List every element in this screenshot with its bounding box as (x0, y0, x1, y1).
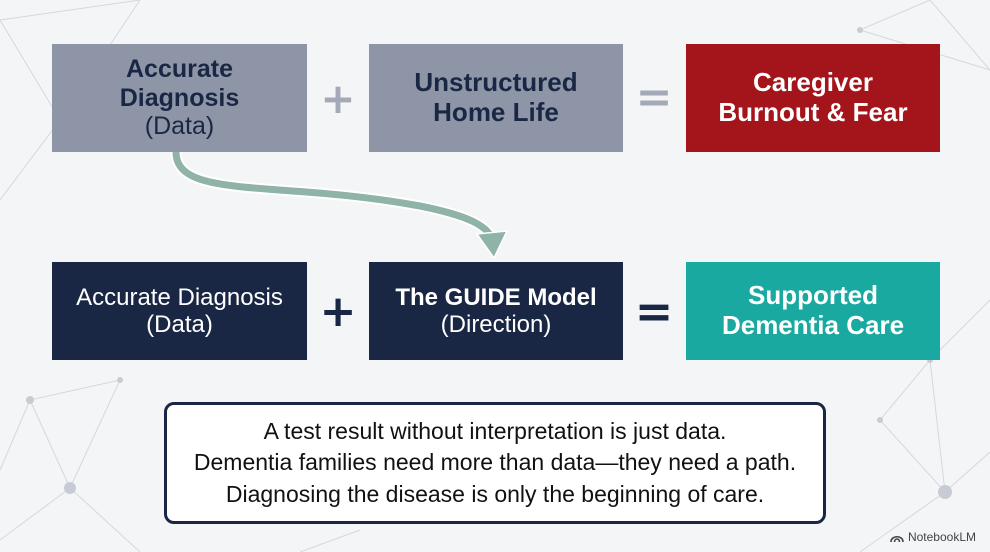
row1-box1-line3: (Data) (144, 112, 215, 141)
row1-equals-operator: = (635, 72, 673, 123)
row1-plus-operator: + (320, 74, 356, 123)
row2-equals-operator: = (634, 284, 674, 338)
row2-plus-operator: + (319, 286, 357, 337)
key-message-line1: A test result without interpretation is … (263, 418, 727, 445)
row2-box3-line1: Supported (748, 280, 878, 311)
row1-box1-line2: Diagnosis (119, 83, 240, 112)
row1-box3-line1: Caregiver (753, 67, 873, 98)
row1-box2-line1: Unstructured (414, 67, 578, 98)
row2-box2-line1: The GUIDE Model (395, 283, 597, 311)
row2-box1-line1: Accurate Diagnosis (76, 283, 283, 311)
key-message-line2: Dementia families need more than data—th… (193, 449, 797, 476)
row2-box2-line2: (Direction) (440, 311, 552, 338)
row2-accurate-diagnosis-box: Accurate Diagnosis (Data) (52, 262, 307, 360)
row1-box3-line2: Burnout & Fear (718, 97, 908, 127)
row1-box2-line2: Home Life (433, 97, 559, 127)
brand-label: NotebookLM (907, 530, 976, 544)
row1-accurate-diagnosis-box: Accurate Diagnosis (Data) (52, 44, 307, 152)
row2-guide-model-box: The GUIDE Model (Direction) (369, 262, 623, 360)
row2-supported-dementia-care-box: Supported Dementia Care (686, 262, 940, 360)
key-message-line3: Diagnosing the disease is only the begin… (225, 480, 765, 507)
row1-caregiver-burnout-box: Caregiver Burnout & Fear (686, 44, 940, 152)
notebooklm-watermark: NotebookLM (890, 530, 976, 544)
row2-box1-line2: (Data) (146, 311, 213, 338)
notebooklm-icon (890, 535, 904, 542)
row1-unstructured-home-life-box: Unstructured Home Life (369, 44, 623, 152)
key-message-box: A test result without interpretation is … (164, 402, 826, 524)
row1-box1-line1: Accurate (126, 55, 233, 84)
row2-box3-line2: Dementia Care (721, 310, 905, 340)
